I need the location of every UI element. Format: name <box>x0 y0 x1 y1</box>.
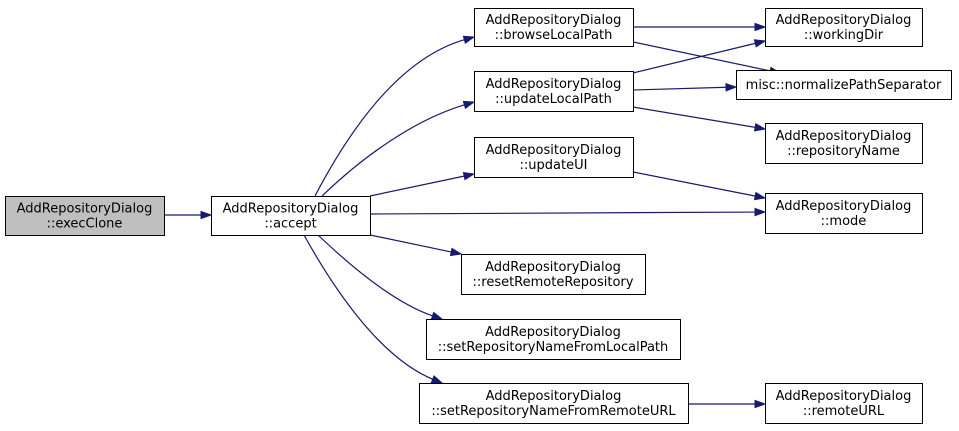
setrepositorynamefromlocalpath-node[interactable]: AddRepositoryDialog::setRepositoryNameFr… <box>426 319 681 360</box>
node-class-label: AddRepositoryDialog <box>486 77 622 92</box>
edge-line <box>321 103 466 197</box>
arrowhead <box>753 191 767 201</box>
edge-line <box>632 171 757 197</box>
edge-accept-to-browseLocalPath <box>314 35 476 197</box>
node-box[interactable] <box>419 383 689 424</box>
node-class-label: AddRepositoryDialog <box>17 202 153 217</box>
remoteurl-node[interactable]: AddRepositoryDialog::remoteURL <box>765 383 923 424</box>
nodes-layer: AddRepositoryDialog::execCloneAddReposit… <box>5 8 952 424</box>
edge-line <box>314 38 466 197</box>
node-box[interactable] <box>5 196 165 236</box>
edge-updateLocalPath-to-repositoryName <box>632 106 767 132</box>
arrowhead <box>754 22 767 32</box>
resetremoterepository-node[interactable]: AddRepositoryDialog::resetRemoteReposito… <box>461 254 646 295</box>
edge-accept-to-resetRemoteRepository <box>369 234 463 257</box>
edge-line <box>632 42 757 74</box>
node-method-label: ::accept <box>264 217 316 232</box>
edge-setRepositoryNameFromRemoteURL-to-remoteURL <box>688 399 767 409</box>
arrowhead <box>462 100 476 110</box>
edge-updateUI-to-mode <box>632 171 767 201</box>
edge-accept-to-updateLocalPath <box>321 100 476 197</box>
node-class-label: AddRepositoryDialog <box>776 199 912 214</box>
arrowhead <box>462 171 476 181</box>
arrowhead <box>449 247 463 257</box>
edge-updateLocalPath-to-normalizePathSeparator <box>632 82 738 92</box>
arrowhead <box>753 39 767 48</box>
node-box[interactable] <box>474 71 634 112</box>
edge-execClone-to-accept <box>164 210 213 220</box>
updateui-node[interactable]: AddRepositoryDialog::updateUI <box>474 137 634 178</box>
arrowhead <box>430 375 444 384</box>
updatelocalpath-node[interactable]: AddRepositoryDialog::updateLocalPath <box>474 71 634 112</box>
arrowhead <box>753 123 767 132</box>
edge-browseLocalPath-to-normalizePathSeparator <box>632 41 782 76</box>
arrowhead <box>725 82 738 92</box>
node-method-label: ::setRepositoryNameFromRemoteURL <box>431 404 676 419</box>
edge-accept-to-setRepositoryNameFromLocalPath <box>317 234 444 320</box>
edge-accept-to-updateUI <box>369 171 476 197</box>
browselocalpath-node[interactable]: AddRepositoryDialog::browseLocalPath <box>474 8 634 47</box>
node-box[interactable] <box>736 70 952 100</box>
normalizepathseparator-node[interactable]: misc::normalizePathSeparator <box>736 70 952 100</box>
node-method-label: ::execClone <box>47 217 123 232</box>
repositoryname-node[interactable]: AddRepositoryDialog::repositoryName <box>765 123 923 164</box>
edge-updateLocalPath-to-workingDir <box>632 39 767 74</box>
node-method-label: ::repositoryName <box>787 144 900 159</box>
node-box[interactable] <box>765 8 923 47</box>
arrowhead <box>462 35 476 44</box>
node-method-label: ::updateLocalPath <box>495 92 612 107</box>
node-box[interactable] <box>426 319 681 360</box>
node-class-label: AddRepositoryDialog <box>485 325 621 340</box>
workingdir-node[interactable]: AddRepositoryDialog::workingDir <box>765 8 923 47</box>
node-class-label: AddRepositoryDialog <box>776 13 912 28</box>
node-box[interactable] <box>474 137 634 178</box>
node-method-label: ::resetRemoteRepository <box>473 275 634 290</box>
node-box[interactable] <box>765 383 923 424</box>
edge-accept-to-setRepositoryNameFromRemoteURL <box>303 234 444 384</box>
node-class-label: AddRepositoryDialog <box>486 389 622 404</box>
node-class-label: AddRepositoryDialog <box>486 13 622 28</box>
edge-line <box>317 234 434 317</box>
node-box[interactable] <box>765 193 923 234</box>
execclone-node[interactable]: AddRepositoryDialog::execClone <box>5 196 165 236</box>
node-box[interactable] <box>765 123 923 164</box>
node-class-label: AddRepositoryDialog <box>223 202 359 217</box>
node-class-label: AddRepositoryDialog <box>776 389 912 404</box>
node-method-label: ::browseLocalPath <box>495 28 613 43</box>
node-class-label: AddRepositoryDialog <box>776 129 912 144</box>
edge-line <box>303 234 434 381</box>
edge-line <box>369 234 453 253</box>
edge-line <box>369 211 757 215</box>
arrowhead <box>430 311 444 320</box>
node-method-label: ::remoteURL <box>803 404 885 419</box>
edges-layer <box>164 22 782 409</box>
arrowhead <box>754 207 767 217</box>
accept-node[interactable]: AddRepositoryDialog::accept <box>211 196 371 236</box>
node-method-label: ::mode <box>821 214 867 229</box>
edge-accept-to-mode <box>369 207 767 217</box>
node-method-label: ::workingDir <box>804 28 884 43</box>
edge-line <box>632 86 728 91</box>
edge-line <box>632 106 757 129</box>
edge-browseLocalPath-to-workingDir <box>633 22 767 32</box>
arrowhead <box>200 210 213 220</box>
node-method-label: ::setRepositoryNameFromLocalPath <box>438 340 669 355</box>
node-box[interactable] <box>211 196 371 236</box>
node-box[interactable] <box>461 254 646 295</box>
node-method-label: ::updateUI <box>520 158 588 173</box>
node-class-label: AddRepositoryDialog <box>486 143 622 158</box>
node-class-label: AddRepositoryDialog <box>485 260 621 275</box>
setrepositorynamefromremoteurl-node[interactable]: AddRepositoryDialog::setRepositoryNameFr… <box>419 383 689 424</box>
mode-node[interactable]: AddRepositoryDialog::mode <box>765 193 923 234</box>
arrowhead <box>754 399 767 409</box>
edge-line <box>369 175 466 197</box>
node-method-label: misc::normalizePathSeparator <box>746 78 942 93</box>
node-box[interactable] <box>474 8 634 47</box>
